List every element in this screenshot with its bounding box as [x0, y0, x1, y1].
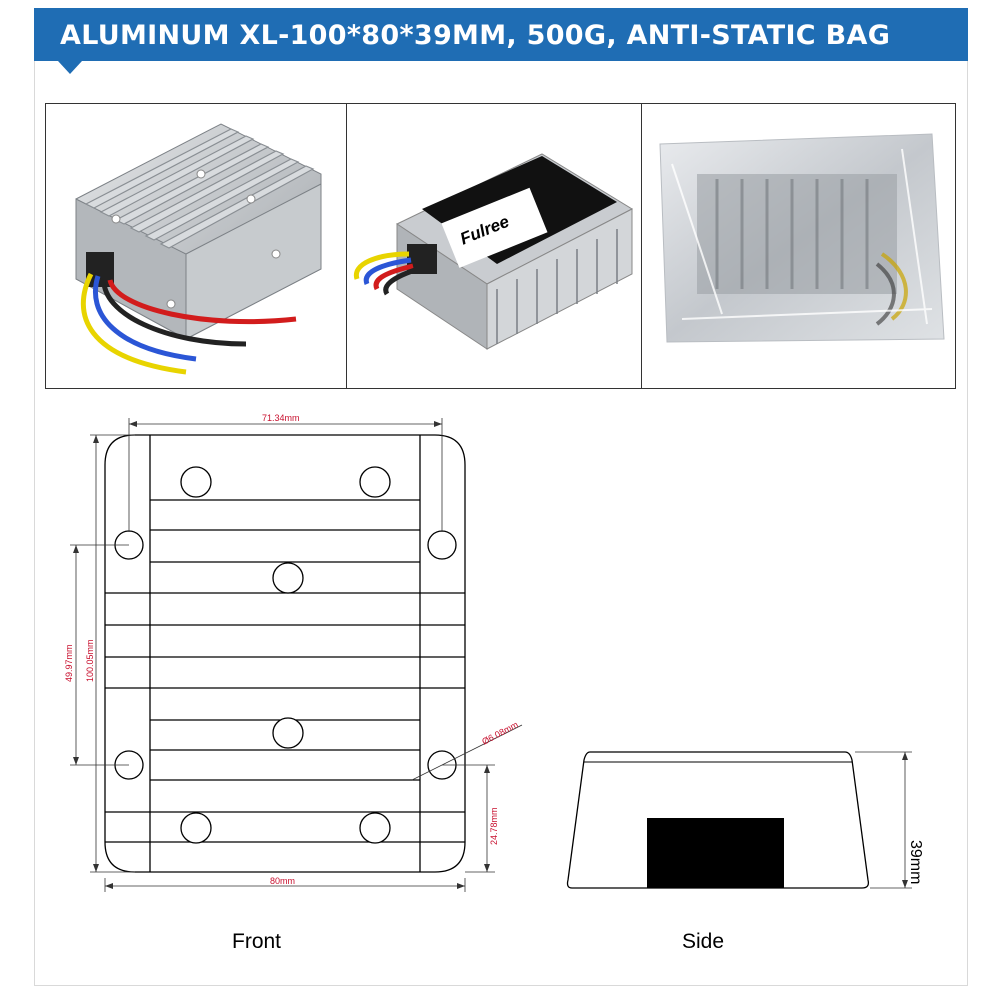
anti-static-bag-image — [659, 133, 945, 343]
product-photo-labeled: Fulree — [346, 104, 641, 388]
dim-hole-offset: 24.78mm — [489, 807, 499, 845]
dim-side-height: 39mm — [907, 840, 924, 884]
caption-front: Front — [232, 930, 282, 953]
dimension-arrows — [73, 421, 490, 889]
banner-notch — [58, 61, 82, 74]
spec-banner: ALUMINUM XL-100*80*39MM, 500G, ANTI-STAT… — [34, 8, 968, 61]
labeled-unit-image: Fulree — [354, 153, 634, 350]
front-view — [104, 434, 466, 873]
product-photo-anti-static-bag — [640, 104, 956, 388]
heatsink-image — [75, 123, 322, 375]
banner-title: ALUMINUM XL-100*80*39MM, 500G, ANTI-STAT… — [60, 20, 891, 51]
side-view: 39mm — [566, 751, 924, 889]
caption-side: Side — [682, 930, 725, 953]
product-photo-heatsink — [46, 104, 347, 388]
photo-strip: Fulree — [45, 103, 956, 389]
dim-hole-diameter: Ø6.08mm — [480, 719, 520, 746]
dim-hole-spacing: 49.97mm — [64, 644, 74, 682]
dim-top-width: 71.34mm — [262, 413, 300, 423]
dim-height: 100.05mm — [85, 639, 95, 682]
dimension-lines — [70, 418, 523, 892]
dim-bottom-width: 80mm — [270, 876, 295, 886]
